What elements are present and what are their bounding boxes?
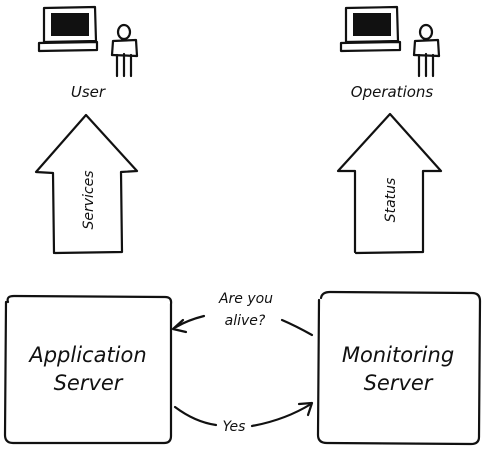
request-label-line1: Are you <box>218 291 273 307</box>
services-label: Services <box>81 170 97 229</box>
operations-actor: Operations <box>339 5 441 101</box>
user-label: User <box>71 83 106 101</box>
response-label: Yes <box>223 419 246 435</box>
request-arrow: Are you alive? <box>171 291 314 337</box>
response-arrow: Yes <box>173 401 314 435</box>
user-person-icon <box>110 23 139 78</box>
application-server-box: Application Server <box>3 294 173 445</box>
application-server-line1: Application <box>27 343 146 367</box>
monitoring-server-box: Monitoring Server <box>316 290 482 446</box>
status-arrow: Status <box>336 112 443 255</box>
operations-label: Operations <box>351 83 434 101</box>
user-actor: User <box>37 5 139 101</box>
user-computer-icon <box>37 5 99 53</box>
application-server-line2: Server <box>54 371 124 395</box>
request-label-line2: alive? <box>225 313 266 329</box>
operations-computer-icon <box>339 5 402 53</box>
operations-person-icon <box>412 23 441 78</box>
monitoring-server-line2: Server <box>364 371 434 395</box>
status-label: Status <box>383 178 399 223</box>
services-arrow: Services <box>34 113 139 255</box>
monitoring-server-line1: Monitoring <box>342 343 454 367</box>
